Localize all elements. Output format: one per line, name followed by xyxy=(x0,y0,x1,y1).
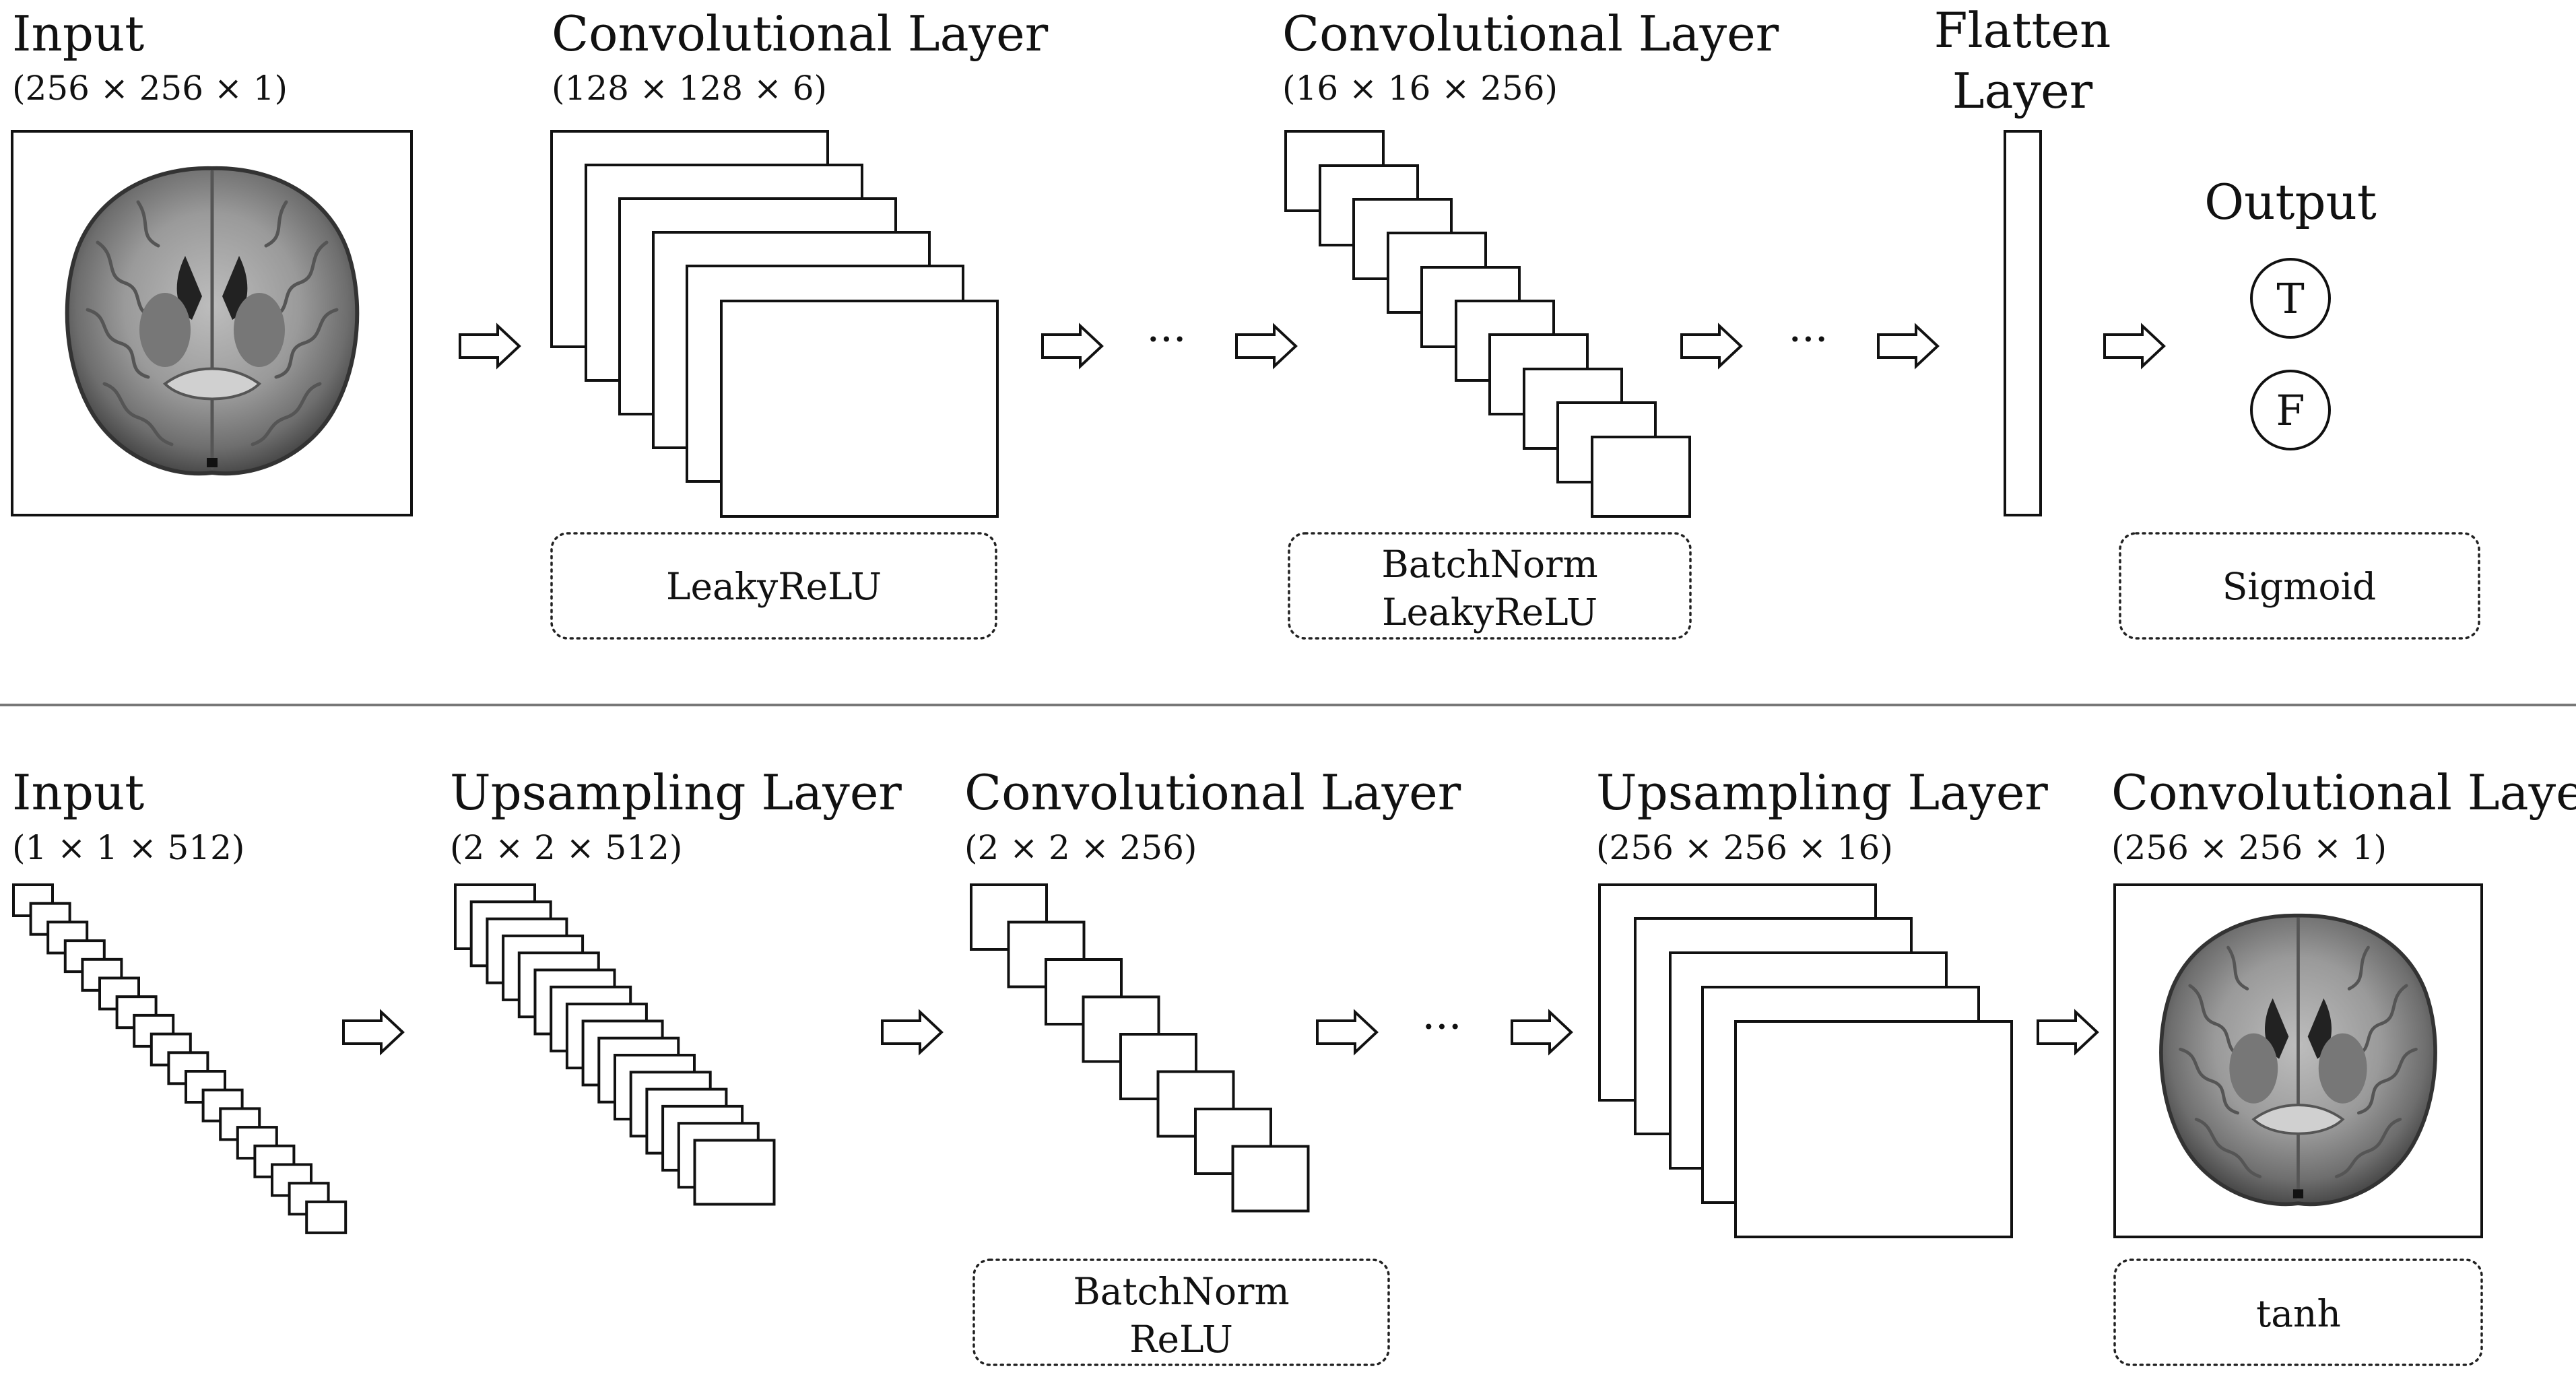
feature-map xyxy=(1734,1020,2013,1238)
output-title: Output xyxy=(2204,174,2377,230)
gen-upsample2-title: Upsampling Layer xyxy=(1596,764,2048,821)
hollow-right-arrow-icon xyxy=(2103,323,2166,370)
disc-ellipsis-1: ··· xyxy=(1146,314,1186,364)
disc-conv2-dims: (16 × 16 × 256) xyxy=(1282,69,1558,108)
disc-input-title: Input xyxy=(12,5,144,62)
brain-mri-icon xyxy=(67,168,358,473)
disc-conv1-dims: (128 × 128 × 6) xyxy=(552,69,827,108)
hollow-right-arrow-icon xyxy=(1877,323,1940,370)
feature-map xyxy=(305,1200,348,1234)
flatten-title-line2: Layer xyxy=(1952,63,2093,119)
gen-upsample2-dims: (256 × 256 × 16) xyxy=(1596,828,1893,867)
hollow-right-arrow-icon xyxy=(459,323,521,370)
gen-input-title: Input xyxy=(12,764,144,821)
gen-conv1-dims: (2 × 2 × 256) xyxy=(964,828,1197,867)
gen-upsample1-stack xyxy=(454,883,776,1206)
gen-conv1-title: Convolutional Layer xyxy=(964,764,1461,821)
hollow-right-arrow-icon xyxy=(881,1009,944,1056)
output-false-node xyxy=(2250,370,2331,450)
gen-conv1-activation-line2: ReLU xyxy=(1129,1318,1233,1361)
disc-conv2-activation-line1: BatchNorm xyxy=(1381,543,1597,586)
gen-convout-activation: tanh xyxy=(2256,1292,2341,1335)
output-true-label: T xyxy=(2276,274,2304,323)
feature-map xyxy=(1591,436,1691,518)
hollow-right-arrow-icon xyxy=(1041,323,1104,370)
gen-conv1-activation-box xyxy=(972,1258,1390,1366)
gen-conv1-stack xyxy=(970,883,1310,1213)
flatten-layer-bar xyxy=(2004,130,2042,516)
feature-map xyxy=(693,1139,776,1206)
feature-map xyxy=(1231,1145,1310,1213)
disc-conv1-title: Convolutional Layer xyxy=(552,5,1049,62)
gen-upsample1-dims: (2 × 2 × 512) xyxy=(450,828,682,867)
disc-input-dims: (256 × 256 × 1) xyxy=(12,69,288,108)
hollow-right-arrow-icon xyxy=(1511,1009,1573,1056)
output-activation-box xyxy=(2119,532,2480,640)
hollow-right-arrow-icon xyxy=(342,1009,405,1056)
disc-conv1-activation: LeakyReLU xyxy=(666,565,882,608)
disc-conv1-activation-box xyxy=(550,532,997,640)
hollow-right-arrow-icon xyxy=(1680,323,1743,370)
output-true-node xyxy=(2250,258,2331,339)
gen-ellipsis: ··· xyxy=(1422,1002,1461,1051)
feature-map xyxy=(720,300,999,518)
gen-conv1-activation-line1: BatchNorm xyxy=(1073,1270,1289,1313)
disc-conv2-title: Convolutional Layer xyxy=(1282,5,1779,62)
output-activation: Sigmoid xyxy=(2222,565,2377,608)
gen-upsample1-title: Upsampling Layer xyxy=(450,764,902,821)
feature-map xyxy=(185,1070,226,1104)
disc-conv2-activation-line2: LeakyReLU xyxy=(1382,591,1597,634)
brain-mri-icon xyxy=(2161,916,2435,1205)
gen-input-dims: (1 × 1 × 512) xyxy=(12,828,244,867)
hollow-right-arrow-icon xyxy=(1235,323,1298,370)
disc-conv2-activation-box xyxy=(1288,532,1692,640)
gen-convout-activation-box xyxy=(2113,1258,2483,1366)
hollow-right-arrow-icon xyxy=(2037,1009,2099,1056)
gen-input-stack xyxy=(12,883,348,1234)
gen-convout-dims: (256 × 256 × 1) xyxy=(2111,828,2387,867)
flatten-title-line1: Flatten xyxy=(1934,2,2111,59)
hollow-right-arrow-icon xyxy=(1316,1009,1379,1056)
gen-convout-title: Convolutional Layer xyxy=(2111,764,2576,821)
disc-ellipsis-2: ··· xyxy=(1788,314,1828,364)
output-false-label: F xyxy=(2276,386,2305,435)
